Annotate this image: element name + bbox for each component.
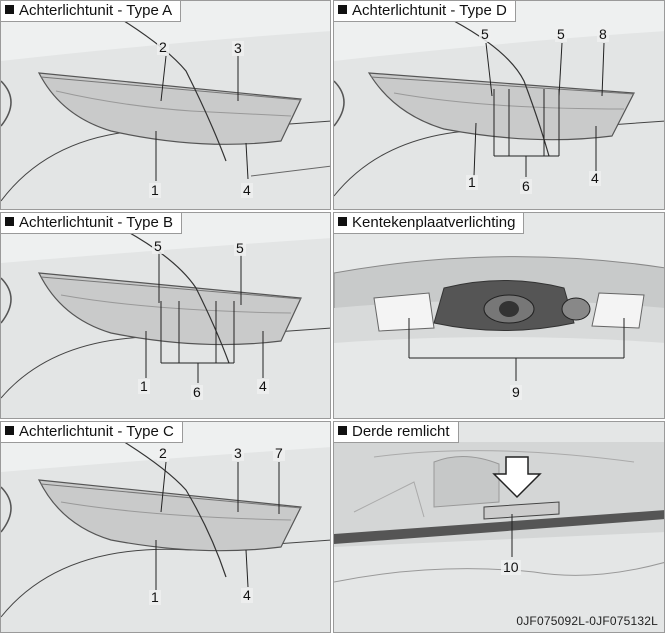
bullet-square-icon [338,426,347,435]
panel-license-plate-lights: Kentekenplaatverlichting 9 [333,212,665,419]
callout-number: 1 [138,378,150,394]
panel-title: Kentekenplaatverlichting [334,213,525,234]
taillight-type-a-illustration [1,1,330,209]
callout-number: 4 [257,378,269,394]
panel-title: Achterlichtunit - Type B [1,213,182,234]
callout-number: 5 [234,240,246,256]
callout-number: 5 [555,26,567,42]
callout-number: 2 [157,445,169,461]
callout-number: 3 [232,445,244,461]
panel-taillight-type-d: Achterlichtunit - Type D 5 5 8 1 4 6 [333,0,665,210]
callout-number: 1 [149,182,161,198]
callout-number: 2 [157,39,169,55]
third-brake-light-illustration [334,442,664,583]
panel-taillight-type-a: Achterlichtunit - Type A 2 3 1 4 [0,0,331,210]
callout-number: 1 [149,589,161,605]
bullet-square-icon [5,5,14,14]
callout-number: 6 [191,384,203,400]
license-plate-light-illustration [334,256,664,381]
callout-number: 7 [273,445,285,461]
panel-third-brake-light: Derde remlicht 10 0JF075092L-0JF075132L [333,421,665,633]
taillight-type-d-illustration [334,20,664,209]
callout-number: 10 [501,559,521,575]
bullet-square-icon [338,217,347,226]
panel-title: Derde remlicht [334,422,459,443]
callout-number: 8 [597,26,609,42]
bullet-square-icon [5,217,14,226]
callout-number: 5 [479,26,491,42]
callout-number: 4 [241,182,253,198]
panel-taillight-type-c: Achterlichtunit - Type C 2 3 7 1 4 [0,421,331,633]
panel-title: Achterlichtunit - Type C [1,422,183,443]
figure-code: 0JF075092L-0JF075132L [516,614,658,628]
callout-number: 9 [510,384,522,400]
bullet-square-icon [338,5,347,14]
taillight-type-c-illustration [1,422,330,632]
callout-number: 1 [466,174,478,190]
callout-number: 5 [152,238,164,254]
bullet-square-icon [5,426,14,435]
taillight-type-b-illustration [1,227,330,418]
panel-taillight-type-b: Achterlichtunit - Type B 5 5 1 4 6 [0,212,331,419]
panel-title: Achterlichtunit - Type A [1,1,182,22]
callout-number: 4 [241,587,253,603]
callout-number: 4 [589,170,601,186]
callout-number: 3 [232,40,244,56]
callout-number: 6 [520,178,532,194]
panel-title: Achterlichtunit - Type D [334,1,516,22]
